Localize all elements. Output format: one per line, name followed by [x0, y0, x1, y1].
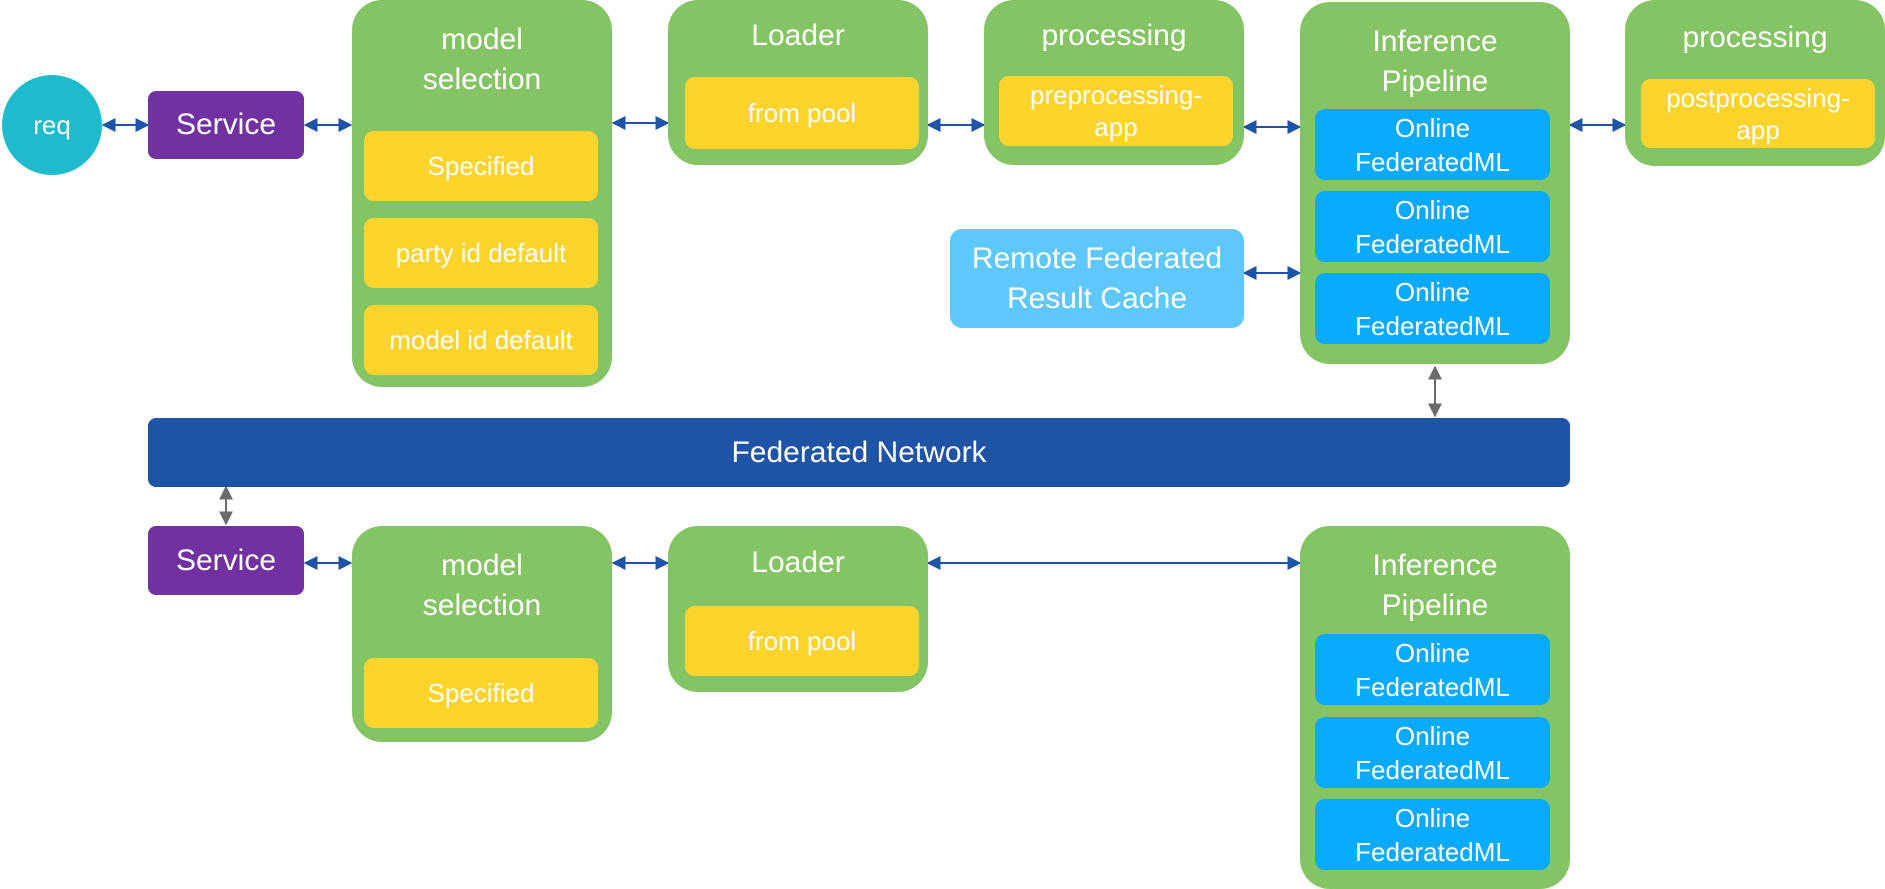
online-federatedml-item: Online FederatedML: [1315, 109, 1550, 180]
bottom-service: Service: [148, 526, 304, 595]
postprocessing-app-item: postprocessing- app: [1641, 79, 1875, 148]
req-node: req: [2, 75, 102, 175]
specified-item: Specified: [364, 658, 598, 728]
remote-federated-result-cache: Remote Federated Result Cache: [950, 229, 1244, 328]
model-selection-title: model selection: [422, 23, 542, 96]
top-model-selection-group: model selection Specified party id defau…: [352, 0, 612, 387]
preprocessing-title: processing: [1041, 19, 1187, 52]
loader-title: Loader: [751, 546, 845, 579]
from-pool-item: from pool: [685, 77, 919, 149]
model-id-default-item: model id default: [364, 305, 598, 375]
inference-pipeline-title: Inference Pipeline: [1372, 25, 1498, 98]
inference-pipeline-title: Inference Pipeline: [1372, 549, 1498, 622]
from-pool-item: from pool: [685, 606, 919, 676]
bottom-model-selection-group: model selection Specified: [352, 526, 612, 742]
preprocessing-app-item: preprocessing- app: [999, 76, 1233, 146]
postprocessing-title: processing: [1682, 21, 1828, 54]
top-inference-pipeline-group: Inference Pipeline Online FederatedML On…: [1300, 2, 1570, 364]
online-federatedml-item: Online FederatedML: [1315, 191, 1550, 262]
preprocessing-group: processing preprocessing- app: [984, 0, 1244, 165]
party-id-default-item: party id default: [364, 218, 598, 288]
online-federatedml-item: Online FederatedML: [1315, 717, 1550, 788]
specified-item: Specified: [364, 131, 598, 201]
bottom-loader-group: Loader from pool: [668, 526, 928, 692]
top-service: Service: [148, 91, 304, 159]
online-federatedml-item: Online FederatedML: [1315, 273, 1550, 344]
online-federatedml-item: Online FederatedML: [1315, 634, 1550, 705]
federated-network-bar: Federated Network: [148, 418, 1570, 487]
loader-title: Loader: [751, 19, 845, 52]
online-federatedml-item: Online FederatedML: [1315, 799, 1550, 870]
top-loader-group: Loader from pool: [668, 0, 928, 165]
bottom-inference-pipeline-group: Inference Pipeline Online FederatedML On…: [1300, 526, 1570, 889]
postprocessing-group: processing postprocessing- app: [1625, 0, 1885, 166]
model-selection-title: model selection: [422, 549, 542, 622]
